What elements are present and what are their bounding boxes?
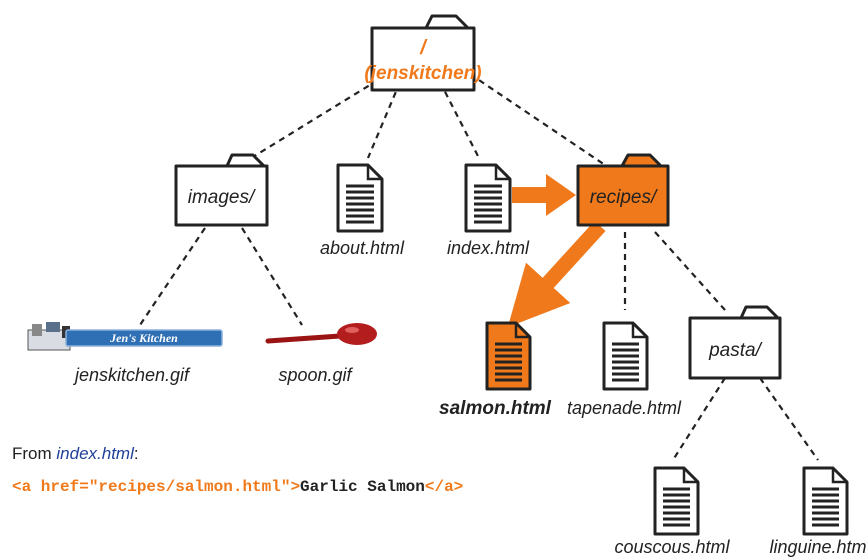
couscous-html-label: couscous.html xyxy=(614,537,730,557)
salmon-html-doc-icon xyxy=(485,321,532,391)
navigation-arrows xyxy=(507,174,606,328)
about-html-label: about.html xyxy=(320,238,405,258)
caption-colon: : xyxy=(133,444,139,463)
root-folder-icon: / (jenskitchen) xyxy=(364,14,482,92)
code-snippet: <a href="recipes/salmon.html">Garlic Sal… xyxy=(12,478,463,496)
images-folder-label: images/ xyxy=(188,187,256,208)
caption-from-text: From xyxy=(12,444,57,463)
caption-source-file: index.html xyxy=(56,444,134,463)
arrow-index-recipes-head xyxy=(546,174,576,216)
connector-root-index xyxy=(439,81,481,161)
connector-pasta-couscous xyxy=(672,377,726,461)
recipes-folder-icon: recipes/ xyxy=(576,153,670,227)
spoon-gif-label: spoon.gif xyxy=(278,365,353,385)
connector-pasta-linguine xyxy=(759,377,819,461)
linguine-html-label: linguine.html xyxy=(769,537,866,557)
caption-from-index: From index.html: xyxy=(12,444,139,464)
connector-root-images xyxy=(247,79,379,161)
recipes-folder-label: recipes/ xyxy=(590,187,658,208)
tapenade-html-label: tapenade.html xyxy=(567,398,682,418)
pasta-folder-label: pasta/ xyxy=(708,340,762,361)
index-html-label: index.html xyxy=(447,238,530,258)
images-folder-icon: images/ xyxy=(174,153,269,227)
connector-images-spoon xyxy=(241,227,303,326)
code-close-tag: </a> xyxy=(424,478,464,496)
tree-connectors xyxy=(139,73,819,461)
arrow-index-recipes-shaft xyxy=(512,187,548,203)
root-folder-sublabel: (jenskitchen) xyxy=(364,63,481,84)
couscous-html-doc-icon xyxy=(653,466,700,536)
jenskitchen-gif-label: jenskitchen.gif xyxy=(72,365,191,385)
connector-root-about xyxy=(366,81,402,159)
linguine-html-doc-icon xyxy=(802,466,849,536)
spoon-icon xyxy=(265,323,377,345)
about-html-doc-icon xyxy=(336,163,384,233)
code-link-text: Garlic Salmon xyxy=(300,478,425,496)
connector-recipes-pasta xyxy=(654,231,726,311)
jenskitchen-logo-text: Jen's Kitchen xyxy=(109,331,178,345)
pasta-folder-icon: pasta/ xyxy=(688,305,782,380)
connector-images-jenskitchen xyxy=(139,227,206,326)
root-folder-label: / xyxy=(419,37,428,59)
jenskitchen-logo-image: Jen's Kitchen xyxy=(27,322,223,351)
connector-root-recipes xyxy=(469,73,606,166)
tapenade-html-doc-icon xyxy=(602,321,649,391)
salmon-html-label: salmon.html xyxy=(439,398,552,419)
code-open-tag: <a href="recipes/salmon.html"> xyxy=(12,478,301,496)
arrow-recipes-salmon xyxy=(507,220,606,328)
index-html-doc-icon xyxy=(464,163,512,233)
